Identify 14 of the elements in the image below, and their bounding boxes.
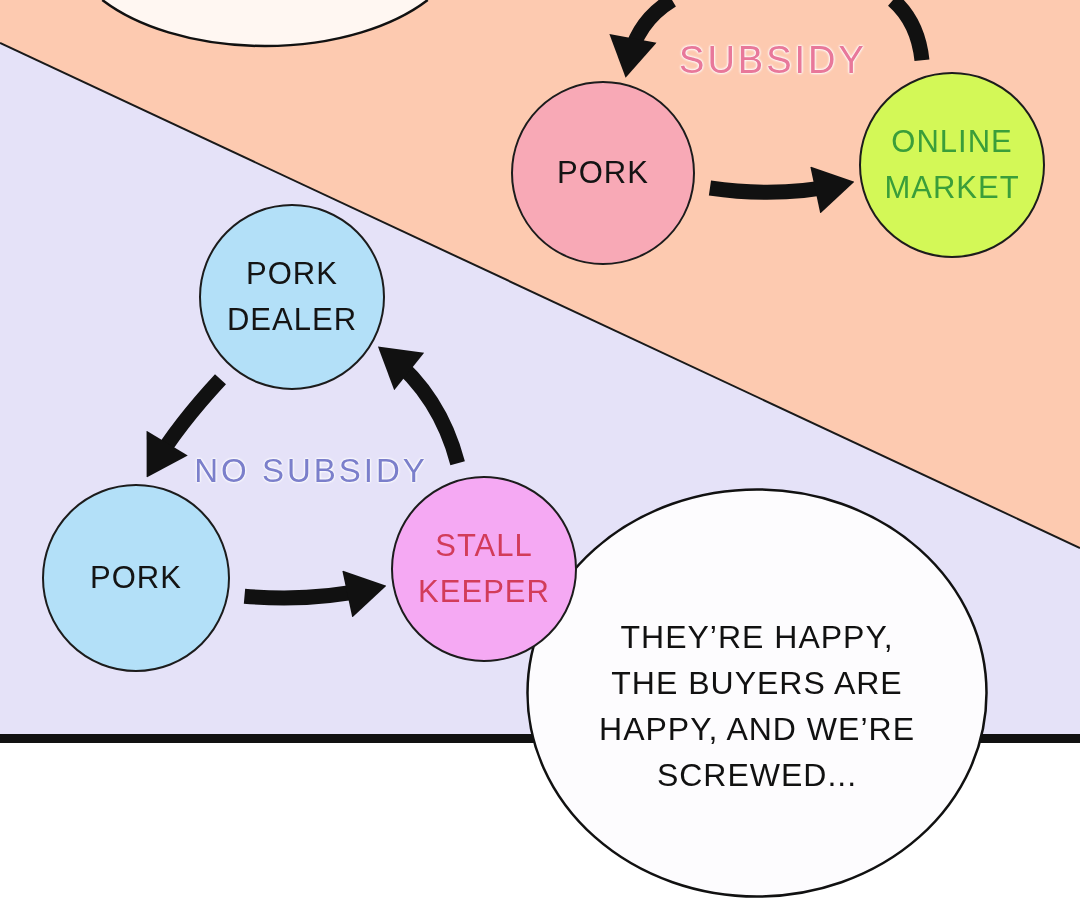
speech-text: THEY’RE HAPPY, THE BUYERS ARE HAPPY, AND WE’RE SCREWED... <box>598 618 916 795</box>
node-label: ONLINE MARKET <box>883 123 1021 207</box>
curved-arrow <box>378 346 465 466</box>
node-label: PORK <box>89 559 183 597</box>
curved-arrow <box>243 570 387 618</box>
curved-line <box>887 0 930 62</box>
node-label: STALL KEEPER <box>417 527 551 611</box>
cycle-label: NO SUBSIDY <box>194 452 428 490</box>
cycle-label: SUBSIDY <box>679 38 867 82</box>
curved-arrow <box>146 374 227 478</box>
node-label: PORK DEALER <box>225 255 358 339</box>
curved-arrow <box>708 166 855 214</box>
curved-arrow <box>610 0 677 78</box>
node-label: PORK <box>556 154 650 192</box>
